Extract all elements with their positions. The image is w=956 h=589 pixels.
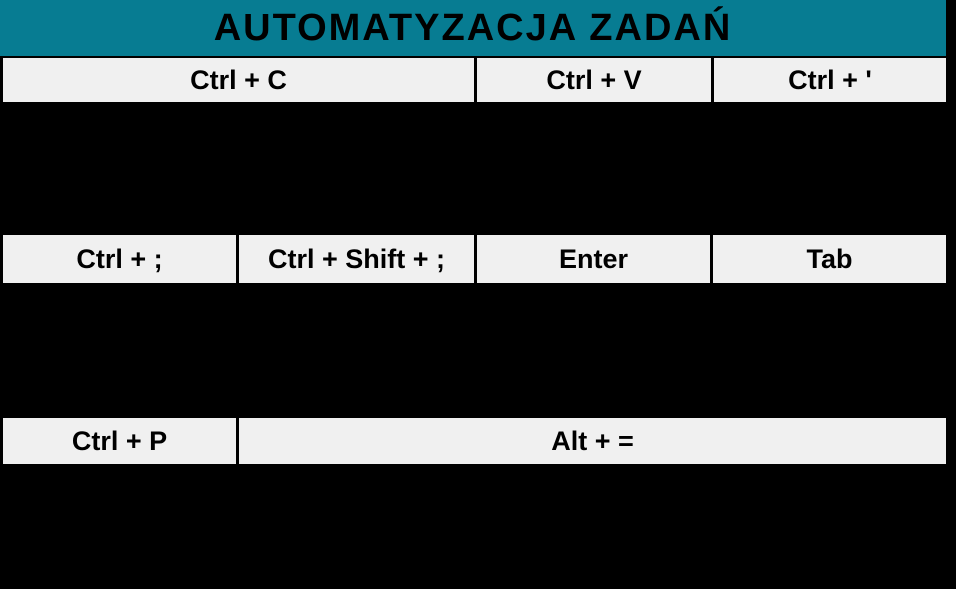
shortcut-label: Ctrl + V — [546, 64, 642, 95]
shortcut-alt-equals: Alt + = — [239, 418, 946, 464]
shortcut-label: Ctrl + ; — [76, 243, 163, 274]
shortcut-label: Enter — [558, 243, 629, 274]
shortcut-label: Ctrl + P — [71, 425, 168, 456]
shortcut-row-2: Ctrl + ; Ctrl + Shift + ; Enter Tab — [3, 235, 946, 283]
shortcut-label: Ctrl + Shift + ; — [267, 243, 446, 274]
shortcut-tab: Tab — [713, 235, 946, 283]
page-title: AUTOMATYZACJA ZADAŃ — [213, 6, 733, 49]
shortcut-label: Tab — [806, 243, 853, 274]
shortcut-row-1: Ctrl + C Ctrl + V Ctrl + ' — [3, 58, 946, 102]
shortcut-ctrl-apostrophe: Ctrl + ' — [714, 58, 946, 102]
shortcut-ctrl-semicolon: Ctrl + ; — [3, 235, 236, 283]
title-bar: AUTOMATYZACJA ZADAŃ — [0, 0, 946, 58]
shortcut-ctrl-c: Ctrl + C — [3, 58, 474, 102]
redacted-region-2 — [0, 283, 956, 418]
shortcut-ctrl-p: Ctrl + P — [3, 418, 236, 464]
shortcut-ctrl-shift-semicolon: Ctrl + Shift + ; — [239, 235, 474, 283]
redacted-region-3 — [0, 464, 956, 589]
shortcut-label: Ctrl + C — [190, 64, 287, 95]
shortcut-enter: Enter — [477, 235, 710, 283]
shortcut-row-3: Ctrl + P Alt + = — [3, 418, 946, 464]
shortcut-ctrl-v: Ctrl + V — [477, 58, 711, 102]
shortcut-label: Alt + = — [551, 425, 634, 456]
shortcut-label: Ctrl + ' — [788, 64, 872, 95]
redacted-region-1 — [0, 102, 956, 235]
